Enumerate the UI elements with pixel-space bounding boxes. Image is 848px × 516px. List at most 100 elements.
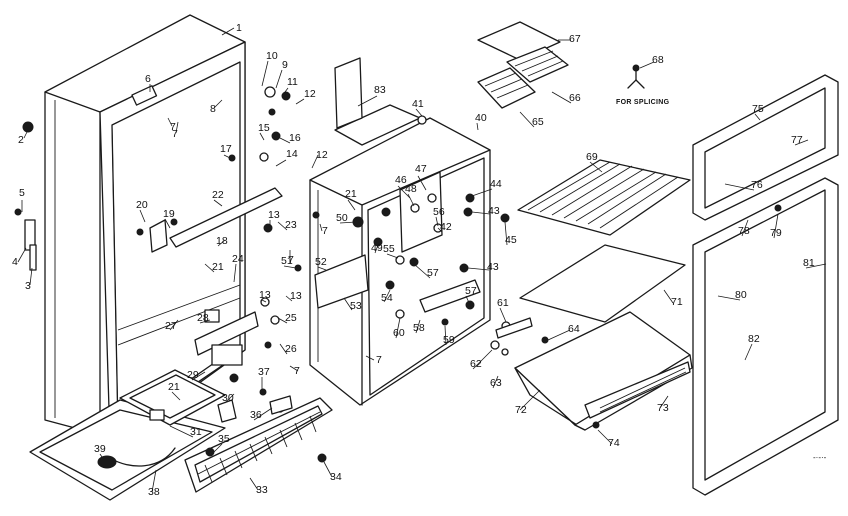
part-number-label: 74 xyxy=(608,437,620,449)
leader-line xyxy=(339,221,357,224)
leader-line xyxy=(794,139,809,146)
part-number-label: 36 xyxy=(250,409,262,421)
part-number-label: 16 xyxy=(289,132,301,144)
front-grille xyxy=(184,397,333,493)
part-number-label: 59 xyxy=(443,334,455,346)
splicing-note: FOR SPLICING xyxy=(616,99,670,106)
leader-line xyxy=(204,263,215,273)
part-number-label: 13 xyxy=(268,209,280,221)
leader-line xyxy=(317,266,327,271)
part-number-label: 65 xyxy=(532,116,544,128)
leader-line xyxy=(639,61,655,69)
crisper-drawer xyxy=(514,311,693,431)
leader-line xyxy=(435,216,439,227)
leader-line xyxy=(547,329,571,341)
leader-line xyxy=(589,161,603,173)
leader-line xyxy=(805,263,827,269)
leader-line xyxy=(279,137,291,144)
part-number-label: 41 xyxy=(412,98,424,110)
leader-line xyxy=(167,117,173,127)
leader-line xyxy=(17,247,27,263)
part-number-label: 64 xyxy=(568,323,580,335)
part-number-label: 71 xyxy=(671,296,683,308)
leader-line xyxy=(724,183,755,191)
part-number-label: 11 xyxy=(287,76,298,88)
part-number-label: 29 xyxy=(187,369,199,381)
leader-line xyxy=(275,159,287,167)
leader-line xyxy=(551,91,572,104)
splice-connector-icon xyxy=(627,67,645,89)
part-number-label: 9 xyxy=(282,59,288,71)
leader-line xyxy=(659,395,669,409)
part-number-label: 77 xyxy=(791,134,803,146)
part-number-label: 81 xyxy=(803,257,815,269)
part-number-label: 12 xyxy=(304,88,316,100)
part-number-label: 6 xyxy=(145,73,151,85)
part-number-label: 79 xyxy=(770,227,782,239)
part-labels: 1234567777778910111212131313141516171819… xyxy=(12,22,815,498)
part-number-label: 24 xyxy=(232,253,244,265)
part-number-label: 53 xyxy=(350,300,362,312)
part-number-label: 44 xyxy=(490,178,502,190)
leader-line xyxy=(319,223,323,232)
bottom-mark: -·-·- xyxy=(813,453,827,462)
part-number-label: 62 xyxy=(470,358,482,370)
leader-line xyxy=(295,98,305,105)
part-number-label: 8 xyxy=(210,103,216,115)
leader-line xyxy=(175,121,179,134)
leader-line xyxy=(741,219,749,237)
part-number-label: 12 xyxy=(316,149,328,161)
leader-line xyxy=(191,371,206,381)
leader-line xyxy=(773,213,779,239)
part-number-label: 37 xyxy=(258,366,270,378)
leader-line xyxy=(289,365,299,372)
leader-line xyxy=(169,319,179,331)
part-number-label: 30 xyxy=(222,392,234,404)
part-number-label: 78 xyxy=(738,225,750,237)
leader-line xyxy=(663,289,674,304)
leader-line xyxy=(504,221,508,246)
part-number-label: 33 xyxy=(256,484,268,496)
leader-line xyxy=(717,295,741,301)
leader-lines xyxy=(17,27,827,493)
part-number-label: 56 xyxy=(433,206,445,218)
leader-line xyxy=(467,267,490,271)
leader-line xyxy=(519,111,535,128)
part-number-label: 51 xyxy=(281,255,293,267)
leader-line xyxy=(169,425,194,438)
part-number-label: 13 xyxy=(259,289,271,301)
part-number-label: 58 xyxy=(413,322,425,334)
part-number-label: 26 xyxy=(285,343,297,355)
leader-line xyxy=(415,319,421,334)
part-number-label: 63 xyxy=(490,377,502,389)
part-number-label: 73 xyxy=(657,402,669,414)
leader-line xyxy=(471,188,493,197)
part-number-label: 18 xyxy=(216,235,228,247)
leader-line xyxy=(261,299,267,303)
leader-line xyxy=(744,343,753,361)
leader-line xyxy=(386,253,399,259)
leader-line xyxy=(472,349,493,370)
part-number-label: 60 xyxy=(393,327,405,339)
part-number-label: 20 xyxy=(136,199,148,211)
part-number-label: 23 xyxy=(285,219,297,231)
part-number-label: 69 xyxy=(586,151,598,163)
part-number-label: 19 xyxy=(163,208,175,220)
part-number-label: 38 xyxy=(148,486,160,498)
leader-line xyxy=(415,108,423,117)
leader-line xyxy=(476,122,479,131)
leader-line xyxy=(199,319,211,324)
leader-line xyxy=(492,375,499,389)
leader-line xyxy=(597,429,613,445)
part-number-label: 31 xyxy=(190,426,202,438)
leader-line xyxy=(223,154,231,159)
leader-line xyxy=(417,175,427,191)
back-panel-83 xyxy=(334,57,363,129)
part-number-label: 57 xyxy=(465,285,477,297)
leader-line xyxy=(343,297,353,311)
part-number-label: 7 xyxy=(376,354,382,366)
part-number-label: 21 xyxy=(345,188,357,200)
leader-line xyxy=(357,95,378,107)
leader-line xyxy=(277,221,288,231)
